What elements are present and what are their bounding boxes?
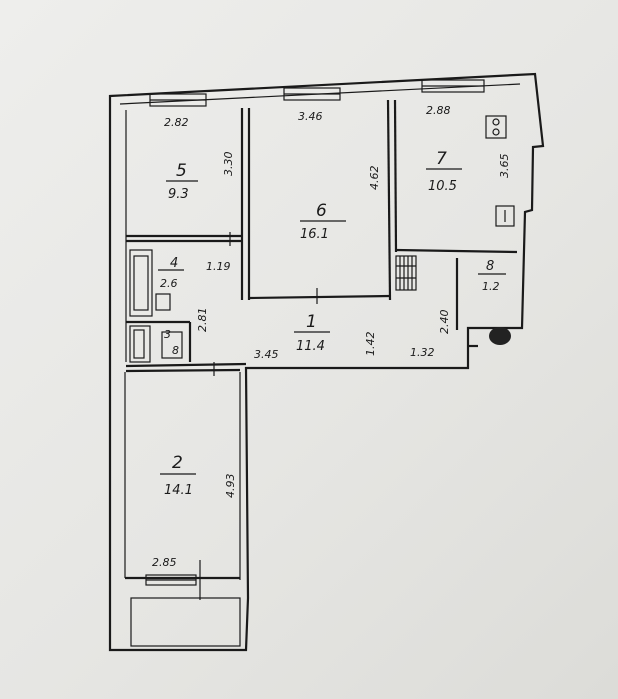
room-number: 5: [176, 161, 187, 181]
dimension-label: 3.30: [222, 152, 235, 177]
room-number: 7: [436, 149, 447, 169]
dimension-label: 1.32: [410, 346, 435, 359]
bathtub-icon: [129, 249, 171, 317]
dimension-label: 1.19: [206, 260, 231, 273]
dimension-label: 2.40: [438, 310, 451, 335]
dimension-label: 4.62: [368, 166, 381, 191]
dimension-label: 3.45: [254, 348, 279, 361]
dimension-label: 2.88: [426, 104, 451, 117]
toilet-icon: [129, 325, 183, 363]
dimension-label: 1.42: [364, 332, 377, 357]
room-number: 1: [306, 312, 317, 332]
room-labels: 5 9.3 6 16.1 7 10.5 4 2.6 8 1.2 1 11.4 2…: [158, 149, 506, 498]
room-area: 14.1: [164, 483, 193, 498]
room-number: 2: [172, 453, 183, 473]
vent-shaft-hatch: [395, 255, 417, 291]
windows: [145, 79, 485, 586]
dimension-label: 2.81: [196, 308, 209, 333]
room-area: 16.1: [300, 227, 329, 242]
bath-mark: 8: [172, 344, 179, 357]
room-number: 4: [170, 256, 178, 271]
interior-walls: [125, 99, 518, 600]
room-area: 10.5: [428, 179, 457, 194]
room-area: 2.6: [160, 277, 178, 290]
room-area: 9.3: [168, 187, 189, 202]
kitchen-sink-icon: [495, 205, 515, 227]
ink-blot: [489, 327, 511, 345]
dimension-label: 2.85: [152, 556, 177, 569]
bath-mark: 3: [164, 328, 171, 341]
dimension-label: 2.82: [164, 116, 189, 129]
dimension-label: 4.93: [224, 474, 237, 499]
room-area: 1.2: [482, 280, 500, 293]
dimension-label: 3.65: [498, 154, 511, 179]
dimension-labels: 2.82 3.46 2.88 3.30 4.62 3.65 1.19 2.81 …: [152, 104, 511, 569]
dimension-label: 3.46: [298, 110, 323, 123]
room-number: 8: [486, 259, 494, 274]
room-area: 11.4: [296, 339, 325, 354]
balcony: [130, 597, 241, 647]
kitchen-stove-icon: [485, 115, 507, 139]
room-number: 6: [316, 201, 327, 221]
